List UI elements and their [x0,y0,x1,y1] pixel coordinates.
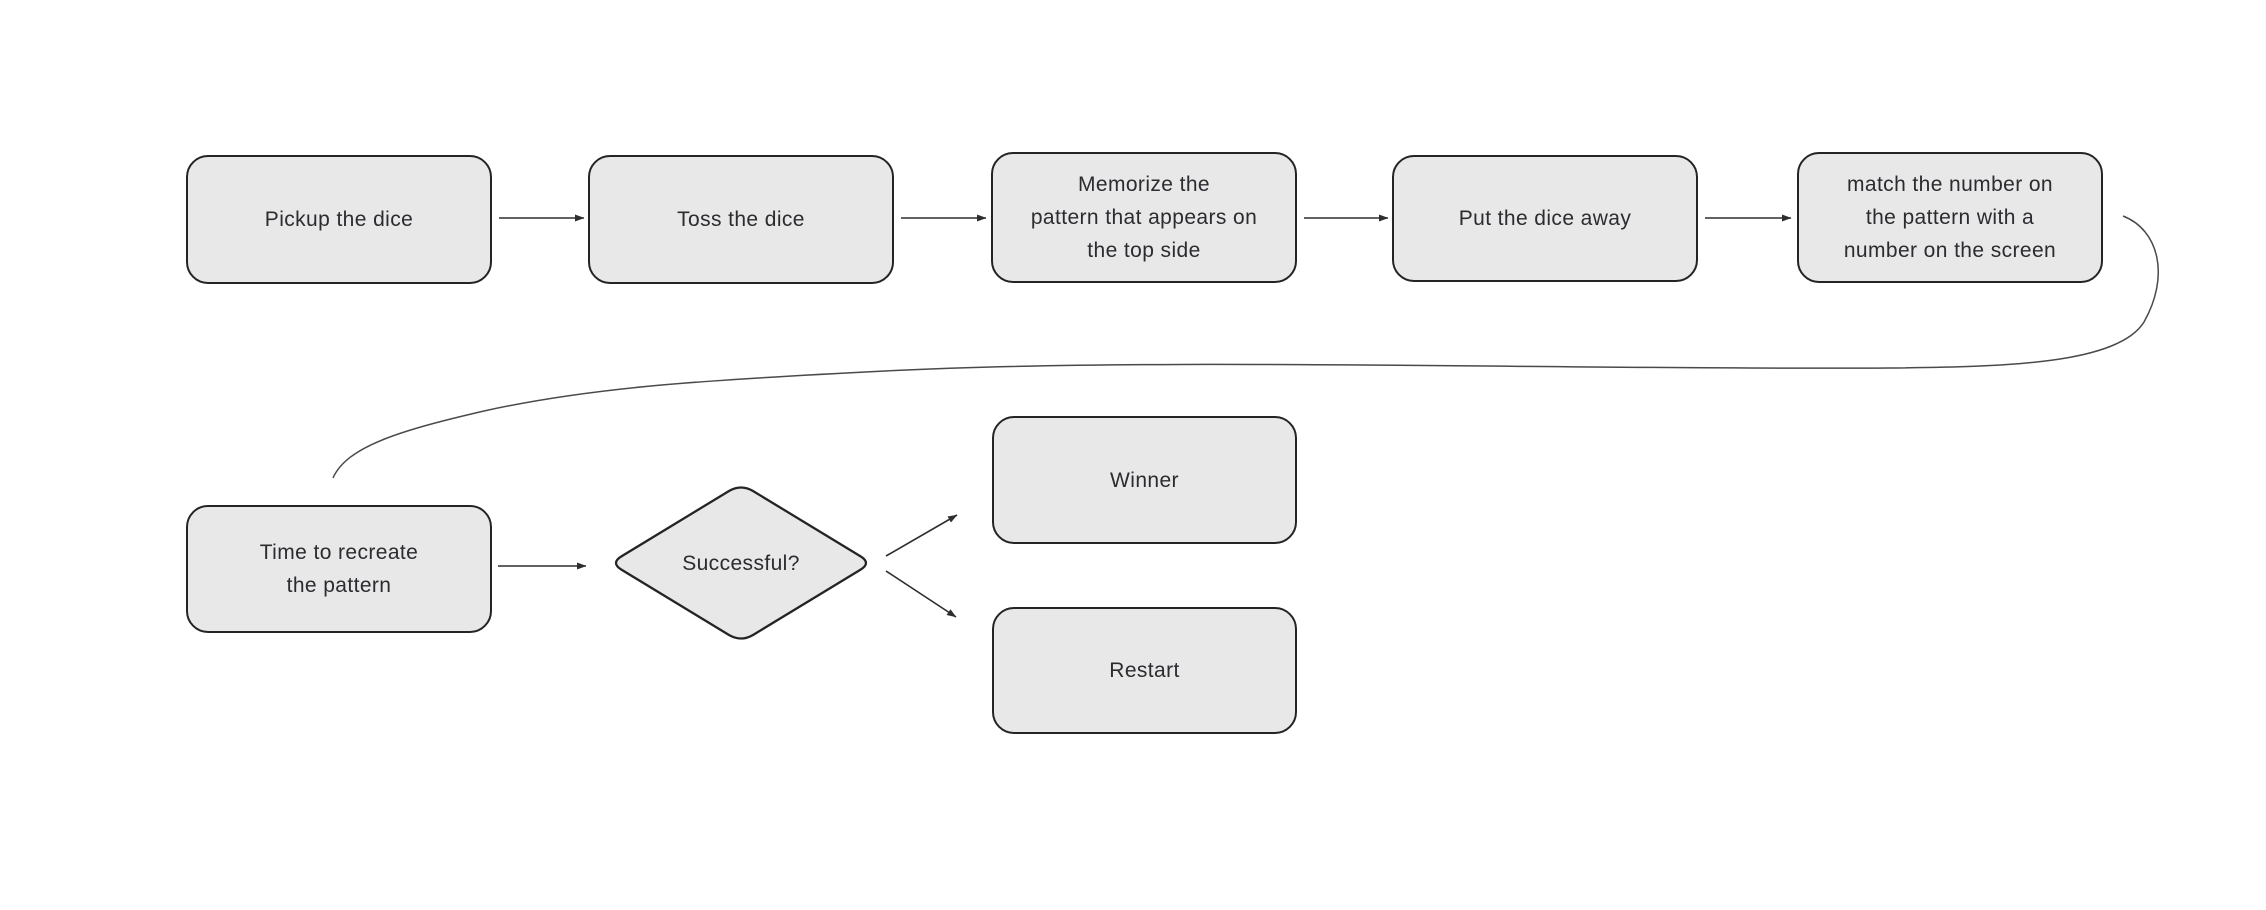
node-match-number: match the number on the pattern with a n… [1797,152,2103,283]
node-label: Successful? [682,551,800,575]
node-label: Restart [1109,659,1180,682]
arrow-successful-to-winner [885,514,958,557]
decision-diamond-shape [614,486,868,640]
node-label: Time to recreate the pattern [259,541,419,597]
node-toss-the-dice: Toss the dice [588,155,894,284]
node-label: Memorize the pattern that appears on the… [1030,173,1258,262]
node-label: Put the dice away [1458,207,1632,230]
node-put-dice-away: Put the dice away [1392,155,1698,282]
node-label: match the number on the pattern with a n… [1843,173,2057,262]
node-label: Pickup the dice [264,208,414,231]
node-winner: Winner [992,416,1297,544]
arrow-successful-to-restart [885,570,957,618]
node-time-to-recreate: Time to recreate the pattern [186,505,492,633]
node-label: Toss the dice [677,208,805,231]
node-label: Winner [1110,468,1179,492]
node-restart: Restart [992,607,1297,734]
node-pickup-the-dice: Pickup the dice [186,155,492,284]
node-successful-decision: Successful? [610,484,872,642]
node-memorize-pattern: Memorize the pattern that appears on the… [991,152,1297,283]
